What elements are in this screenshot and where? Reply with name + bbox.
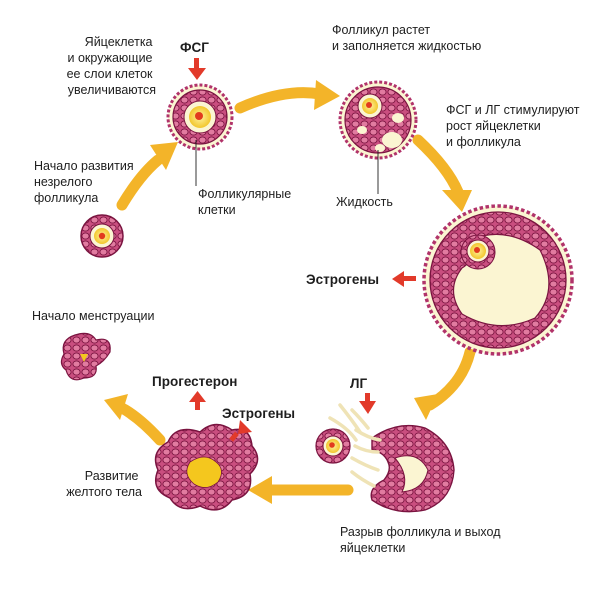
egg-grow-label: Яйцеклетка и окружающие ее слои клеток у… [67,35,156,97]
fsh-lh-stimulate-label: ФСГ и ЛГ стимулируют рост яйцеклетки и ф… [446,103,583,149]
progesterone-arrow [189,391,206,410]
ruptured-follicle [370,424,455,513]
flow-arrow-1 [116,142,178,211]
start-immature-label: Начало развития незрелого фолликула [34,159,137,205]
estrogen-arrow-2 [229,420,252,442]
flow-arrow-6 [104,394,166,446]
fimbriae [328,403,382,488]
immature-follicle [80,214,124,258]
follicular-cells-label: Фолликулярные клетки [198,187,295,217]
corpus-luteum-label: Развитие желтого тела [66,469,142,499]
degenerating-body [60,332,111,381]
flow-arrow-4 [414,346,476,420]
lh-hormone-label: ЛГ [350,376,367,391]
flow-arrow-2 [234,80,340,114]
antral-follicle [338,80,418,160]
rupture-label: Разрыв фолликула и выход яйцеклетки [340,525,504,555]
fsh-arrow [188,58,206,80]
estrogen-hormone-label-1: Эстрогены [306,272,379,287]
follicle-grows-label: Фолликул растет и заполняется жидкостью [332,23,481,53]
estrogen-hormone-label-2: Эстрогены [222,406,295,421]
growing-follicle [166,83,234,151]
menstruation-label: Начало менструации [32,309,154,323]
estrogen-arrow-1 [392,271,416,287]
released-egg [315,428,351,464]
flow-arrow-3 [412,134,472,212]
fluid-label: Жидкость [336,195,393,209]
corpus-luteum [154,423,259,511]
mature-follicle [422,204,574,356]
fsh-hormone-label: ФСГ [180,40,209,55]
progesterone-hormone-label: Прогестерон [152,374,237,389]
lh-arrow [359,393,376,414]
flow-arrow-5 [248,476,354,504]
